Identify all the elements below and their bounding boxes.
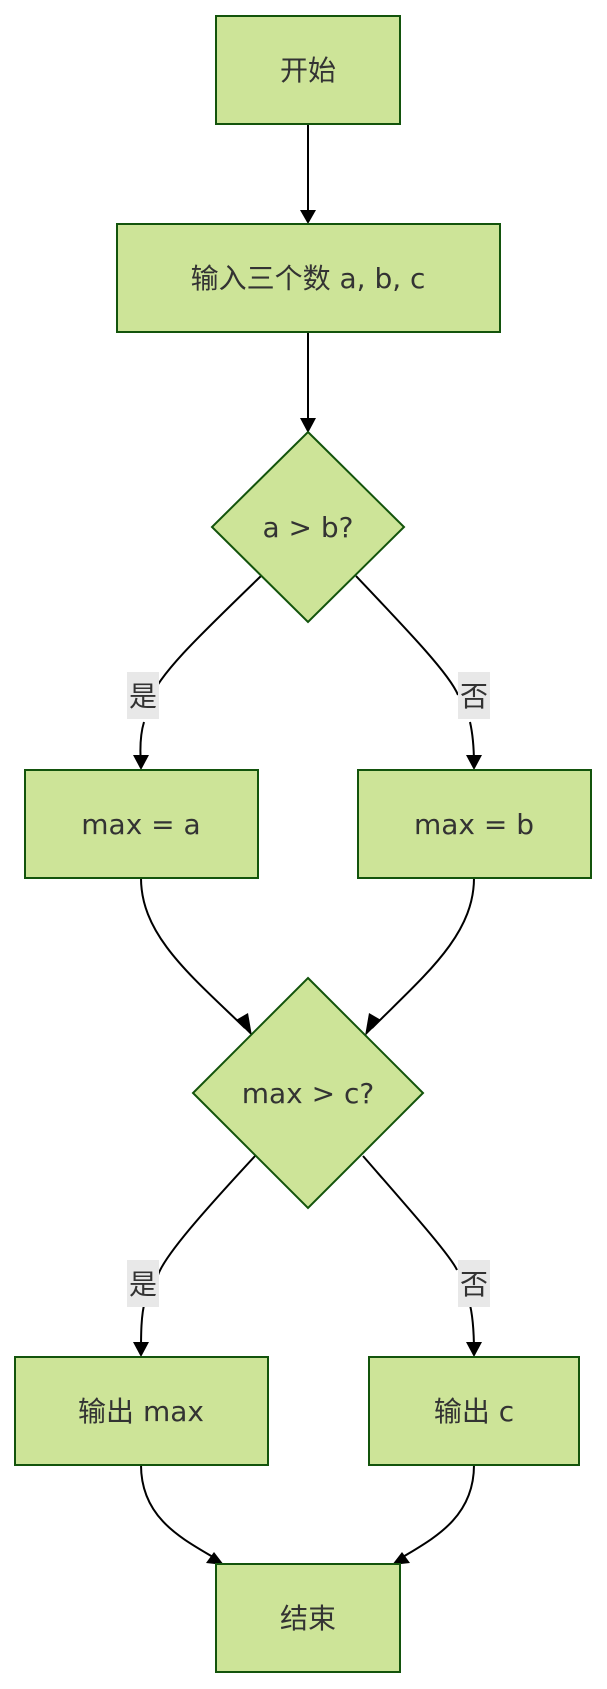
arrowhead-icon	[133, 1342, 149, 1357]
node-label: 输出 c	[434, 1395, 514, 1428]
node-label: a > b?	[262, 511, 353, 544]
node-end[interactable]: 结束	[215, 1563, 401, 1673]
node-max-a[interactable]: max = a	[24, 769, 259, 879]
node-input[interactable]: 输入三个数 a, b, c	[116, 223, 501, 333]
node-label: max = a	[81, 808, 200, 841]
arrowhead-icon	[466, 1342, 482, 1357]
edge-label-text: 否	[460, 680, 488, 713]
node-cmp-ab[interactable]: a > b?	[210, 430, 406, 624]
edge-cmp-c-out-c	[362, 1155, 475, 1353]
edge-out-c-end	[397, 1464, 475, 1561]
arrowheads	[133, 210, 482, 1565]
edge-label-text: 否	[460, 1268, 488, 1301]
node-out-max[interactable]: 输出 max	[14, 1356, 269, 1466]
edge-label-no-2: 否	[458, 1260, 490, 1307]
arrowhead-icon	[300, 418, 316, 433]
node-cmp-c[interactable]: max > c?	[191, 976, 425, 1210]
arrowhead-icon	[300, 210, 316, 224]
node-label: 输入三个数 a, b, c	[191, 262, 426, 295]
arrowhead-icon	[466, 755, 482, 770]
edge-max-a-cmp-c	[140, 877, 246, 1029]
node-label: 开始	[280, 54, 336, 87]
node-label: max > c?	[242, 1077, 375, 1110]
edge-cmp-ab-max-a	[139, 575, 262, 766]
edge-label-yes-1: 是	[127, 672, 159, 719]
node-start[interactable]: 开始	[215, 15, 401, 125]
arrowhead-icon	[133, 755, 149, 770]
node-max-b[interactable]: max = b	[357, 769, 592, 879]
arrowhead-icon	[206, 1552, 224, 1565]
arrowhead-icon	[392, 1552, 410, 1565]
arrowhead-icon	[365, 1013, 381, 1036]
node-label: max = b	[414, 808, 534, 841]
edge-cmp-ab-max-b	[355, 575, 475, 766]
edge-out-max-end	[140, 1464, 219, 1561]
edge-label-text: 是	[129, 680, 157, 713]
edge-max-b-cmp-c	[371, 877, 475, 1029]
edge-label-no-1: 否	[458, 672, 490, 719]
edge-label-yes-2: 是	[127, 1260, 159, 1307]
arrowhead-icon	[236, 1013, 252, 1036]
edge-label-text: 是	[129, 1268, 157, 1301]
node-label: 输出 max	[78, 1395, 204, 1428]
node-label: 结束	[280, 1602, 336, 1635]
edge-cmp-c-out-max	[140, 1155, 256, 1353]
node-out-c[interactable]: 输出 c	[368, 1356, 580, 1466]
